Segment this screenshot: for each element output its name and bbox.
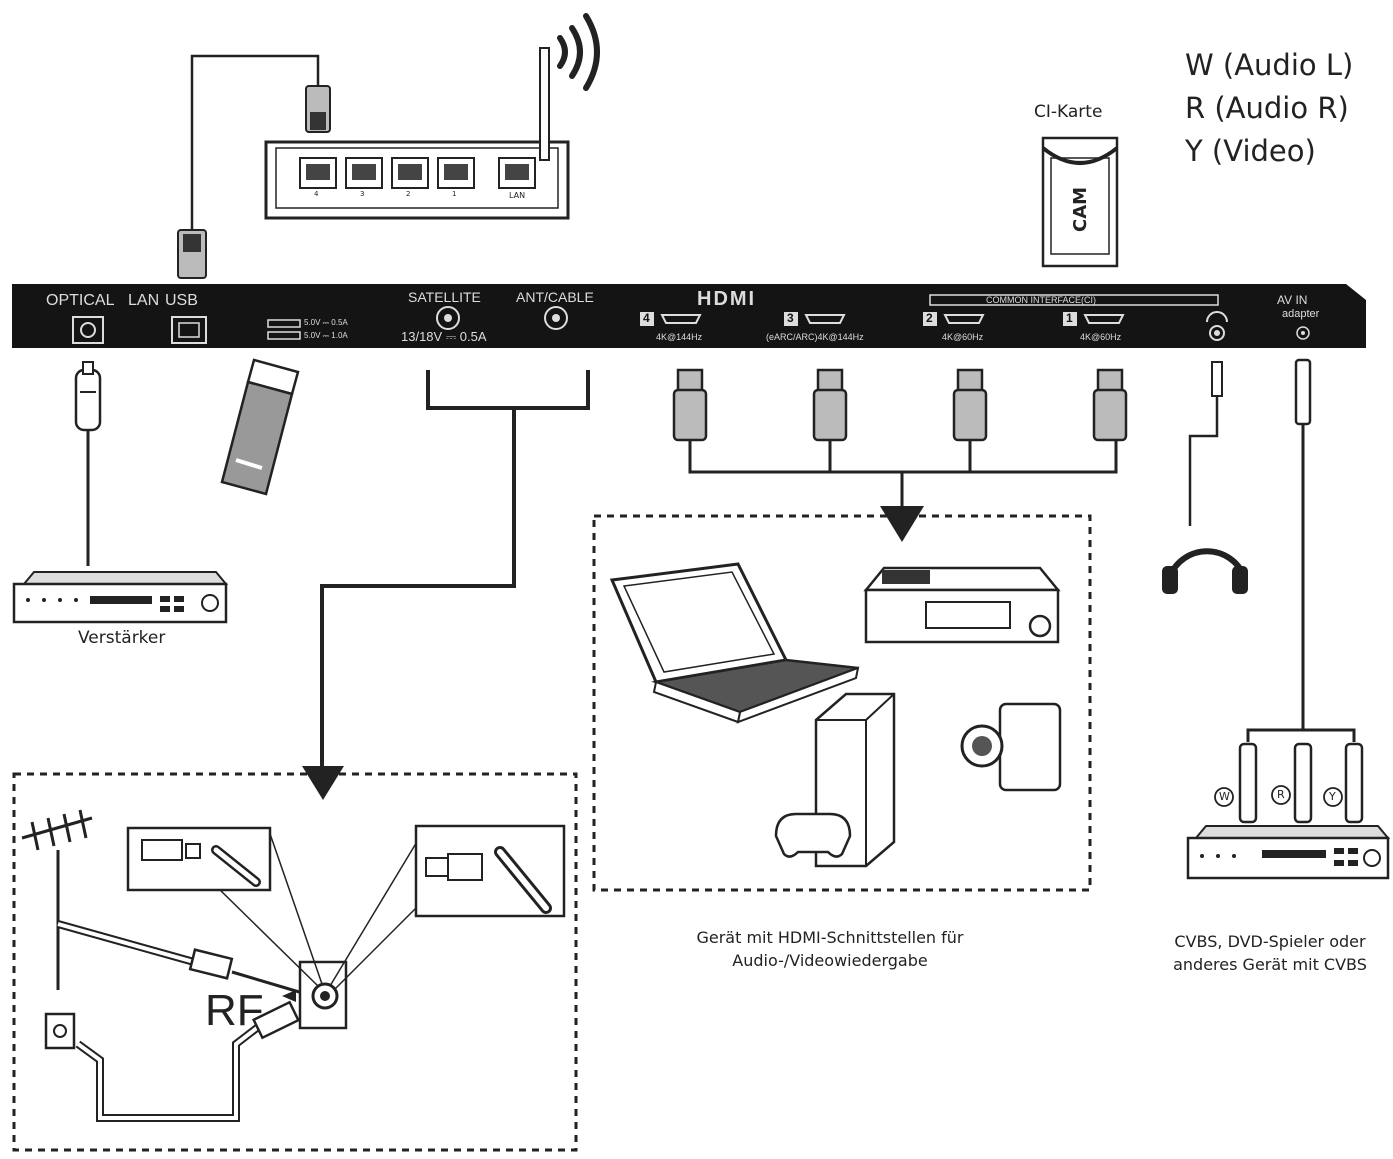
router-port-1: 1 bbox=[452, 190, 457, 198]
rf-illustration bbox=[21, 809, 566, 1122]
cam-label: CAM bbox=[1070, 186, 1091, 232]
optical-cable bbox=[74, 361, 102, 566]
usb-spec-2: 5.0V ⎓ 1.0A bbox=[304, 331, 348, 340]
hdmi-devices-box bbox=[592, 514, 1092, 892]
av-cable bbox=[1214, 358, 1364, 824]
common-interface-label: COMMON INTERFACE(CI) bbox=[986, 295, 1096, 305]
usb-label: USB bbox=[165, 292, 198, 309]
ci-card-label: CI-Karte bbox=[1034, 102, 1103, 122]
amplifier-label: Verstärker bbox=[78, 628, 166, 648]
camcorder bbox=[960, 702, 1062, 792]
tv-rear-panel bbox=[12, 284, 1366, 348]
hdmi-caption-line-1: Gerät mit HDMI-Schnittstellen für bbox=[696, 928, 964, 947]
hdmi-2-spec: 4K@60Hz bbox=[942, 332, 984, 342]
laptop bbox=[609, 562, 860, 724]
router-port-2: 2 bbox=[406, 190, 411, 198]
ci-card bbox=[1041, 136, 1119, 268]
cvbs-caption: CVBS, DVD-Spieler oder anderes Gerät mit… bbox=[1150, 930, 1390, 976]
hdmi-logo: HDMI bbox=[697, 288, 757, 310]
usb-spec-1: 5.0V ⎓ 0.5A bbox=[304, 318, 348, 327]
rca-r-label: R bbox=[1277, 788, 1285, 801]
hdmi-cables bbox=[672, 368, 1128, 542]
router-lan-label: LAN bbox=[509, 191, 526, 200]
hdmi-4-spec: 4K@144Hz bbox=[656, 332, 703, 342]
hdmi-3-spec: (eARC/ARC)4K@144Hz bbox=[766, 332, 864, 342]
av-adapter-label: adapter bbox=[1282, 308, 1320, 320]
dvd-player bbox=[863, 566, 1061, 644]
optical-label: OPTICAL bbox=[46, 292, 115, 309]
headphones bbox=[1162, 361, 1248, 594]
legend-y: Y (Video) bbox=[1185, 134, 1316, 168]
hdmi-1-spec: 4K@60Hz bbox=[1080, 332, 1122, 342]
rf-label: RF bbox=[205, 986, 264, 1035]
av-in-label: AV IN bbox=[1277, 293, 1308, 307]
hdmi-3-number: 3 bbox=[787, 311, 794, 325]
hdmi-2-number: 2 bbox=[926, 311, 933, 325]
legend-r: R (Audio R) bbox=[1185, 91, 1349, 125]
lan-label: LAN bbox=[128, 292, 160, 309]
lan-cable bbox=[177, 54, 331, 279]
hdmi-4-number: 4 bbox=[643, 311, 650, 325]
dvd-player-cvbs bbox=[1186, 825, 1391, 880]
antenna-connector-lines bbox=[302, 370, 590, 800]
cvbs-caption-line-1: CVBS, DVD-Spieler oder bbox=[1174, 932, 1366, 951]
amplifier bbox=[12, 571, 229, 624]
hdmi-caption: Gerät mit HDMI-Schnittstellen für Audio-… bbox=[660, 926, 1000, 972]
rca-w-label: W bbox=[1219, 790, 1230, 803]
satellite-spec: 13/18V ⎓ 0.5A bbox=[401, 329, 487, 344]
hdmi-1-number: 1 bbox=[1066, 311, 1073, 325]
hdmi-caption-line-2: Audio-/Videowiedergabe bbox=[732, 951, 928, 970]
game-console bbox=[774, 692, 896, 868]
router-port-4: 4 bbox=[314, 190, 319, 198]
satellite-label: SATELLITE bbox=[408, 289, 481, 305]
rca-y-label: Y bbox=[1329, 790, 1336, 803]
ant-cable-label: ANT/CABLE bbox=[516, 289, 594, 305]
router bbox=[264, 13, 600, 220]
router-port-3: 3 bbox=[360, 190, 365, 198]
legend-w: W (Audio L) bbox=[1185, 48, 1354, 82]
usb-stick bbox=[220, 358, 300, 496]
cvbs-caption-line-2: anderes Gerät mit CVBS bbox=[1173, 955, 1367, 974]
